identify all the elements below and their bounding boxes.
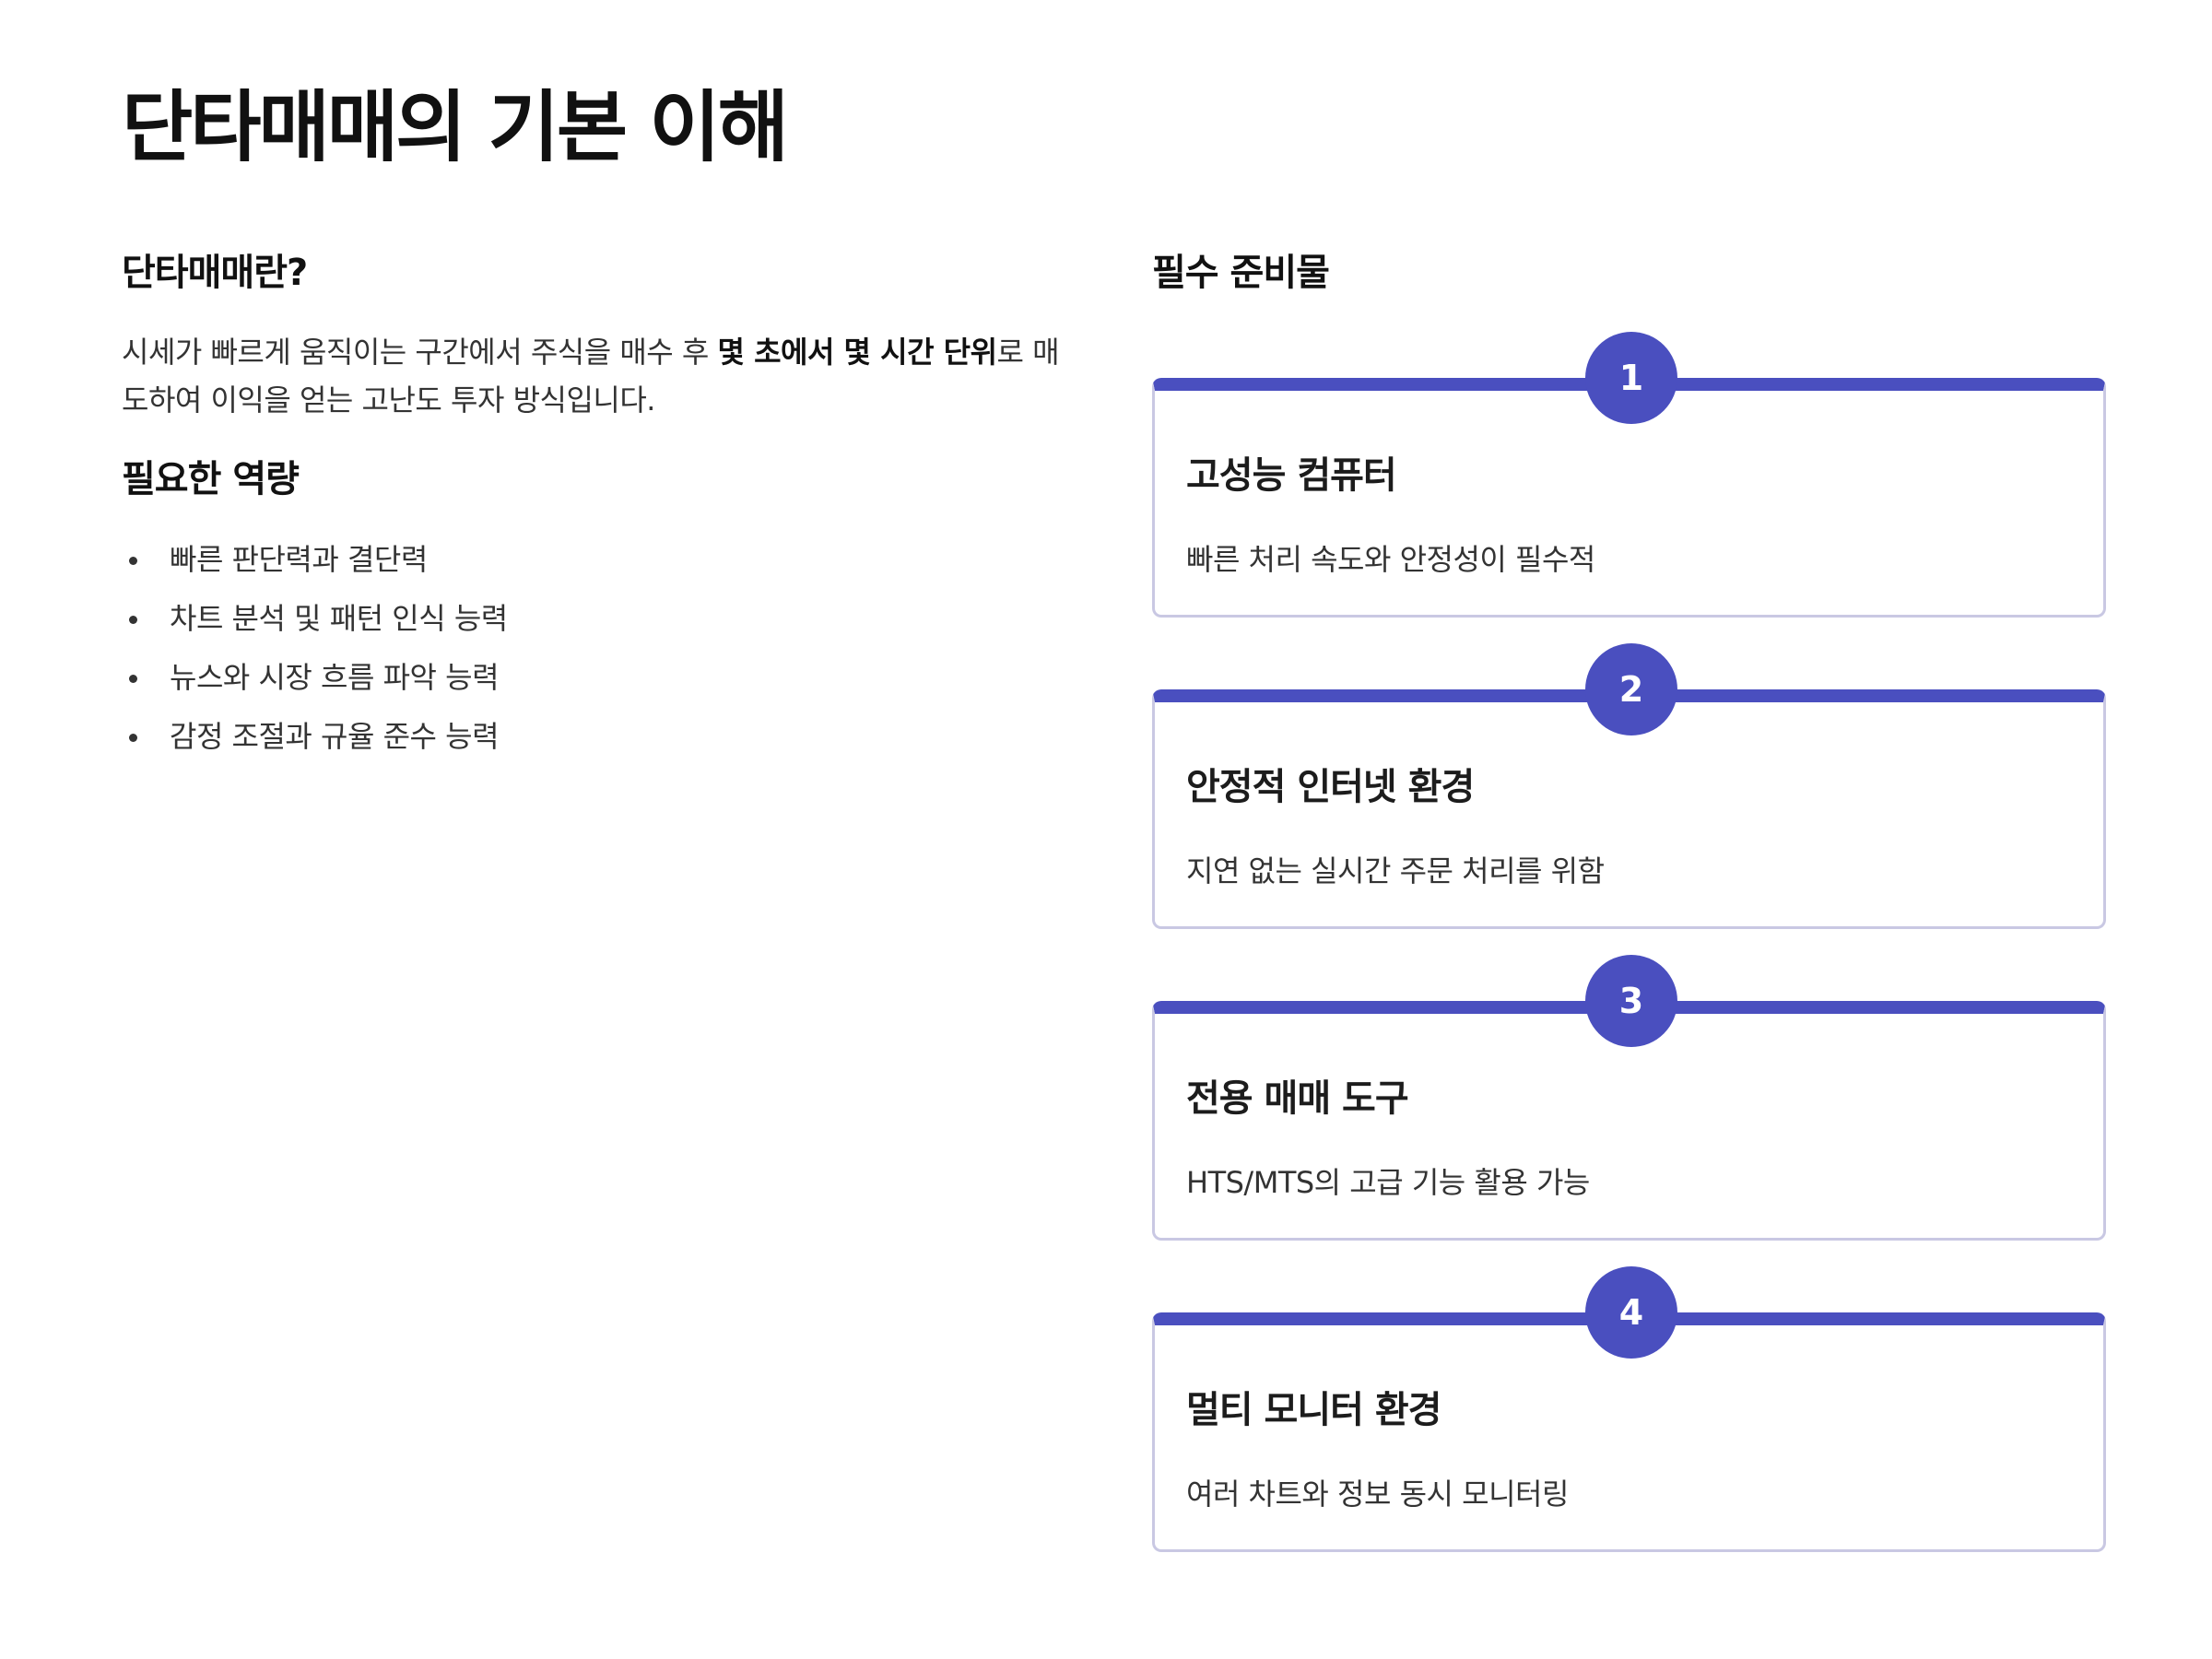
list-item: 뉴스와 시장 흐름 파악 능력 bbox=[122, 658, 1062, 697]
card-description: 지연 없는 실시간 주문 처리를 위함 bbox=[1186, 853, 1605, 888]
list-item: 차트 분석 및 패턴 인식 능력 bbox=[122, 599, 1062, 638]
essential-card: 3 전용 매매 도구 HTS/MTS의 고급 기능 활용 가능 bbox=[1152, 955, 2106, 1241]
card-description: 여러 차트와 정보 동시 모니터링 bbox=[1186, 1477, 1569, 1512]
card-description: HTS/MTS의 고급 기능 활용 가능 bbox=[1186, 1165, 1590, 1200]
bullet-icon bbox=[129, 616, 137, 624]
step-number-badge: 4 bbox=[1585, 1266, 1677, 1359]
essential-card: 2 안정적 인터넷 환경 지연 없는 실시간 주문 처리를 위함 bbox=[1152, 643, 2106, 929]
intro-text-after: 로 매도하여 이익을 얻는 고난도 투자 방식입니다. bbox=[122, 335, 1060, 418]
card-title: 안정적 인터넷 환경 bbox=[1186, 766, 1475, 808]
bullet-icon bbox=[129, 734, 137, 742]
bullet-icon bbox=[129, 557, 137, 565]
card-title: 전용 매매 도구 bbox=[1186, 1077, 1409, 1120]
ability-label: 감정 조절과 규율 준수 능력 bbox=[170, 719, 500, 754]
list-item: 감정 조절과 규율 준수 능력 bbox=[122, 717, 1062, 756]
essentials-column: 필수 준비물 1 고성능 컴퓨터 빠른 처리 속도와 안정성이 필수적 2 안정… bbox=[1152, 249, 2106, 1552]
intro-column: 단타매매란? 시세가 빠르게 움직이는 구간에서 주식을 매수 후 몇 초에서 … bbox=[122, 249, 1062, 776]
step-number-badge: 1 bbox=[1585, 332, 1677, 424]
step-number-badge: 3 bbox=[1585, 955, 1677, 1047]
intro-heading: 단타매매란? bbox=[122, 252, 308, 294]
card-title: 멀티 모니터 환경 bbox=[1186, 1389, 1441, 1431]
ability-label: 뉴스와 시장 흐름 파악 능력 bbox=[170, 660, 500, 695]
intro-text-bold: 몇 초에서 몇 시간 단위 bbox=[717, 335, 998, 370]
card-title: 고성능 컴퓨터 bbox=[1186, 454, 1397, 497]
page-title: 단타매매의 기본 이해 bbox=[122, 82, 789, 172]
essentials-heading: 필수 준비물 bbox=[1152, 252, 1330, 294]
ability-label: 차트 분석 및 패턴 인식 능력 bbox=[170, 601, 508, 636]
essential-card: 1 고성능 컴퓨터 빠른 처리 속도와 안정성이 필수적 bbox=[1152, 332, 2106, 618]
bullet-icon bbox=[129, 675, 137, 683]
list-item: 빠른 판단력과 결단력 bbox=[122, 540, 1062, 579]
intro-paragraph: 시세가 빠르게 움직이는 구간에서 주식을 매수 후 몇 초에서 몇 시간 단위… bbox=[122, 328, 1062, 424]
ability-label: 빠른 판단력과 결단력 bbox=[170, 542, 428, 577]
step-number-badge: 2 bbox=[1585, 643, 1677, 735]
card-description: 빠른 처리 속도와 안정성이 필수적 bbox=[1186, 542, 1595, 577]
abilities-heading: 필요한 역량 bbox=[122, 458, 300, 500]
ability-list: 빠른 판단력과 결단력 차트 분석 및 패턴 인식 능력 뉴스와 시장 흐름 파… bbox=[122, 540, 1062, 756]
essential-card: 4 멀티 모니터 환경 여러 차트와 정보 동시 모니터링 bbox=[1152, 1266, 2106, 1552]
intro-text-before: 시세가 빠르게 움직이는 구간에서 주식을 매수 후 bbox=[122, 335, 718, 370]
